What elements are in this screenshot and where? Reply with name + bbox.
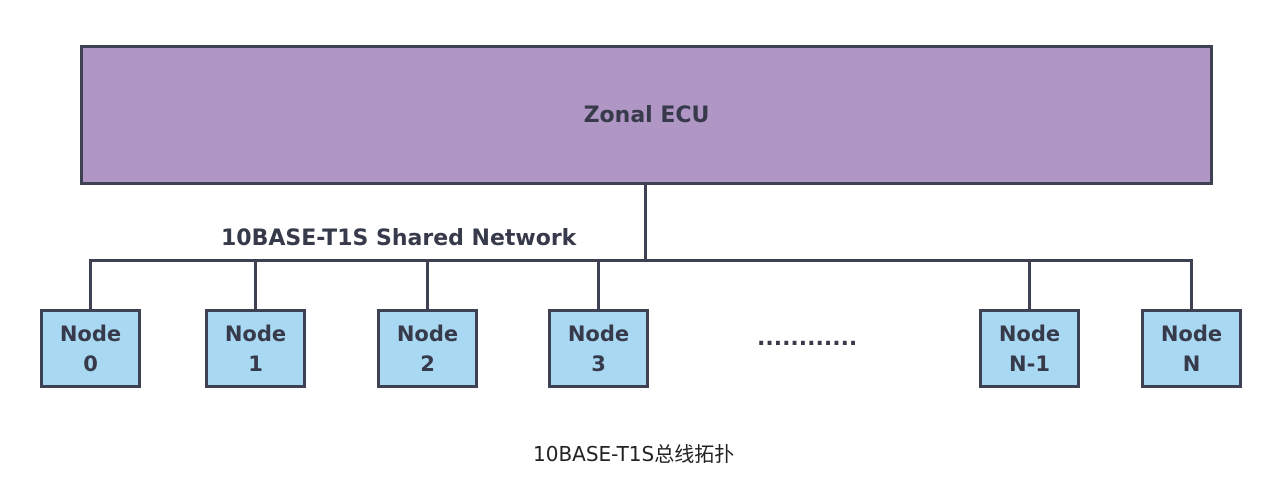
drop-line-node-1	[254, 259, 257, 309]
node-2: Node 2	[377, 309, 478, 388]
node-label: Node	[59, 321, 122, 346]
node-0: Node 0	[40, 309, 141, 388]
node-label: Node	[224, 321, 287, 346]
ecu-uplink-line	[644, 182, 647, 262]
node-index: 1	[248, 351, 263, 376]
node-n-1: Node N-1	[979, 309, 1080, 388]
node-label: Node	[998, 321, 1061, 346]
node-3: Node 3	[548, 309, 649, 388]
bus-line	[89, 259, 1193, 262]
node-index: 0	[83, 351, 98, 376]
node-n: Node N	[1141, 309, 1242, 388]
more-nodes-ellipsis: ............	[757, 326, 858, 351]
node-index: N	[1182, 351, 1201, 376]
node-label: Node	[396, 321, 459, 346]
drop-line-node-0	[89, 259, 92, 309]
zonal-ecu-label: Zonal ECU	[583, 102, 710, 128]
drop-line-node-n-1	[1028, 259, 1031, 309]
node-label: Node	[1160, 321, 1223, 346]
node-index: N-1	[1009, 351, 1050, 376]
drop-line-node-3	[597, 259, 600, 309]
drop-line-node-2	[426, 259, 429, 309]
zonal-ecu-box: Zonal ECU	[80, 45, 1213, 185]
node-1: Node 1	[205, 309, 306, 388]
node-index: 2	[420, 351, 435, 376]
drop-line-node-n	[1190, 259, 1193, 309]
figure-caption: 10BASE-T1S总线拓扑	[533, 442, 735, 466]
node-index: 3	[591, 351, 606, 376]
bus-label: 10BASE-T1S Shared Network	[221, 226, 577, 251]
node-label: Node	[567, 321, 630, 346]
